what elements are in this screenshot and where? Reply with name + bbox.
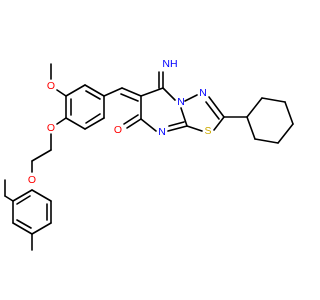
benzene-ring-methoxy: [65, 84, 105, 130]
atom-n-pyrimidine: N: [158, 126, 166, 138]
bond-ch-to-aryl: [103, 87, 123, 97]
benzene-ring-ethyl-methyl: [12, 189, 52, 235]
atom-oxygen-methoxy: O: [47, 80, 55, 92]
atom-oxygen-ether-1: O: [47, 122, 55, 134]
thiadiazole-ring: [180, 94, 225, 132]
atom-sulfur: S: [204, 125, 211, 137]
bond-carbonyl-2: [123, 114, 139, 125]
bond-exocyclic-1: [121, 87, 142, 97]
bond-chain-2: [31, 149, 52, 162]
atom-imine-nh: NH: [162, 58, 177, 70]
molecule-structure: NH N N N S O O O O: [0, 0, 300, 300]
canvas-background: [0, 0, 300, 300]
atom-n-bridge: N: [177, 96, 185, 108]
pyrimidine-ring: [140, 87, 188, 132]
bond-carbonyl-1: [126, 118, 142, 129]
atom-oxygen-carbonyl: O: [114, 124, 122, 136]
bond-ethyl-1: [4, 195, 14, 202]
bond-methoxy-1: [56, 89, 67, 97]
atom-oxygen-ether-2: O: [28, 174, 36, 186]
atom-n-thiadiazole: N: [199, 87, 207, 99]
bond-exocyclic-2: [120, 93, 139, 102]
bond-aryl-ether-1: [56, 117, 67, 125]
cyclohexane-ring: [246, 97, 294, 144]
